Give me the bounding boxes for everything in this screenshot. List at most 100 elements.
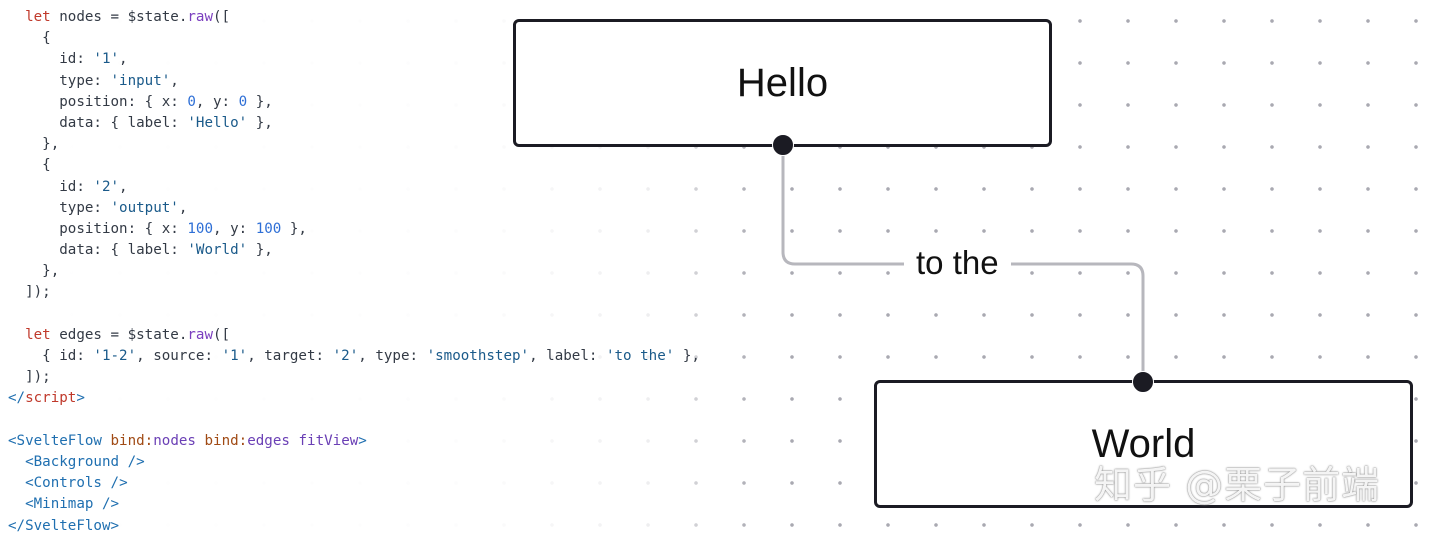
code-token: data: { label:	[8, 242, 188, 259]
target-handle[interactable]	[1132, 371, 1154, 393]
edge-label[interactable]: to the	[904, 243, 1011, 283]
code-token: 'output'	[110, 199, 179, 216]
code-token: },	[247, 93, 273, 110]
code-line: <Controls />	[8, 473, 700, 494]
code-token: },	[674, 348, 700, 364]
code-token: raw	[187, 9, 214, 25]
code-token: </	[8, 390, 26, 407]
code-token: ([	[213, 326, 231, 343]
code-token: 'input'	[110, 72, 171, 89]
code-token: raw	[187, 326, 214, 343]
code-token: ,	[178, 199, 188, 216]
code-token: 'to the'	[605, 348, 675, 364]
flow-node-world[interactable]: World	[874, 380, 1413, 508]
code-token: 0	[238, 93, 248, 110]
code-line: <Minimap />	[8, 494, 700, 515]
code-token: >	[110, 517, 120, 534]
code-token: <	[25, 475, 34, 492]
code-line: let nodes = $state.raw([	[8, 7, 700, 28]
code-token: Background	[33, 453, 120, 470]
code-token: <	[8, 432, 17, 449]
code-token: let	[25, 326, 51, 343]
code-token: 'smoothstep'	[426, 348, 530, 364]
code-token: ([	[213, 9, 231, 25]
code-token: ]);	[8, 369, 51, 386]
code-token: , y:	[195, 93, 239, 110]
code-token: },	[281, 220, 307, 237]
code-token: ,	[119, 51, 128, 68]
code-token: />	[101, 475, 128, 492]
code-token: 100	[255, 220, 282, 237]
code-token: />	[119, 453, 145, 470]
code-token: ,	[119, 178, 128, 195]
code-line: {	[8, 155, 700, 176]
code-token: 0	[187, 93, 196, 110]
code-line: type: 'input',	[8, 71, 700, 92]
code-token: , type:	[358, 348, 427, 364]
code-line: {	[8, 28, 700, 49]
code-line: data: { label: 'Hello' },	[8, 113, 700, 134]
code-line: position: { x: 0, y: 0 },	[8, 92, 700, 113]
code-line: let edges = $state.raw([	[8, 325, 700, 346]
code-line: </SvelteFlow>	[8, 516, 700, 537]
code-token: Minimap	[33, 496, 94, 513]
code-token: },	[247, 242, 273, 259]
code-token: edges	[247, 432, 290, 449]
node-label: Hello	[736, 60, 829, 105]
code-token: '1'	[221, 348, 248, 364]
code-token: },	[8, 263, 60, 280]
code-token: Controls	[33, 475, 102, 492]
code-token: id:	[8, 51, 94, 68]
code-line: ]);	[8, 282, 700, 303]
flow-node-hello[interactable]: Hello	[513, 19, 1052, 147]
code-token: {	[8, 30, 51, 47]
code-line: },	[8, 134, 700, 155]
node-label: World	[1091, 421, 1196, 466]
code-token: bind:	[110, 432, 154, 449]
code-token: position: { x:	[8, 220, 188, 237]
code-line: },	[8, 261, 700, 282]
code-line: type: 'output',	[8, 198, 700, 219]
code-token: },	[8, 136, 60, 153]
code-token: SvelteFlow	[25, 517, 111, 534]
code-token: fitView	[298, 432, 359, 449]
code-token: <	[25, 496, 34, 513]
code-token: SvelteFlow	[16, 432, 102, 449]
code-token: ,	[170, 72, 179, 89]
code-token: type:	[8, 72, 111, 89]
code-token: nodes = $state.	[50, 9, 188, 25]
code-token: ]);	[8, 284, 51, 301]
code-line: </script>	[8, 388, 700, 409]
code-token: >	[76, 390, 85, 407]
code-token: , source:	[136, 348, 222, 364]
code-line: id: '2',	[8, 177, 700, 198]
code-line: <SvelteFlow bind:nodes bind:edges fitVie…	[8, 431, 700, 452]
code-token: >	[358, 432, 367, 449]
code-token: '1'	[93, 51, 120, 68]
code-token: type:	[8, 199, 111, 216]
code-token: />	[93, 496, 120, 513]
code-token: </	[8, 517, 26, 534]
code-token: },	[247, 114, 273, 131]
code-block: let nodes = $state.raw([ { id: '1', type…	[8, 7, 700, 537]
source-handle[interactable]	[772, 134, 794, 156]
code-line: { id: '1-2', source: '1', target: '2', t…	[8, 346, 700, 367]
code-token: position: { x:	[8, 93, 188, 110]
code-token: nodes	[153, 432, 196, 449]
code-token: edges = $state.	[50, 326, 188, 343]
watermark: 知乎 @栗子前端	[1094, 463, 1381, 507]
code-line: <Background />	[8, 452, 700, 473]
code-token: '2'	[93, 178, 120, 195]
code-token: 100	[187, 220, 213, 237]
code-token: id:	[8, 178, 94, 195]
code-token: '2'	[332, 348, 359, 364]
code-token: '1-2'	[93, 348, 137, 364]
code-token: bind:	[204, 432, 248, 449]
code-line: ]);	[8, 367, 700, 388]
code-token: , target:	[247, 348, 333, 364]
code-line: id: '1',	[8, 49, 700, 70]
code-token: 'Hello'	[187, 114, 248, 131]
code-token: , y:	[213, 220, 256, 237]
code-token: {	[8, 157, 51, 174]
